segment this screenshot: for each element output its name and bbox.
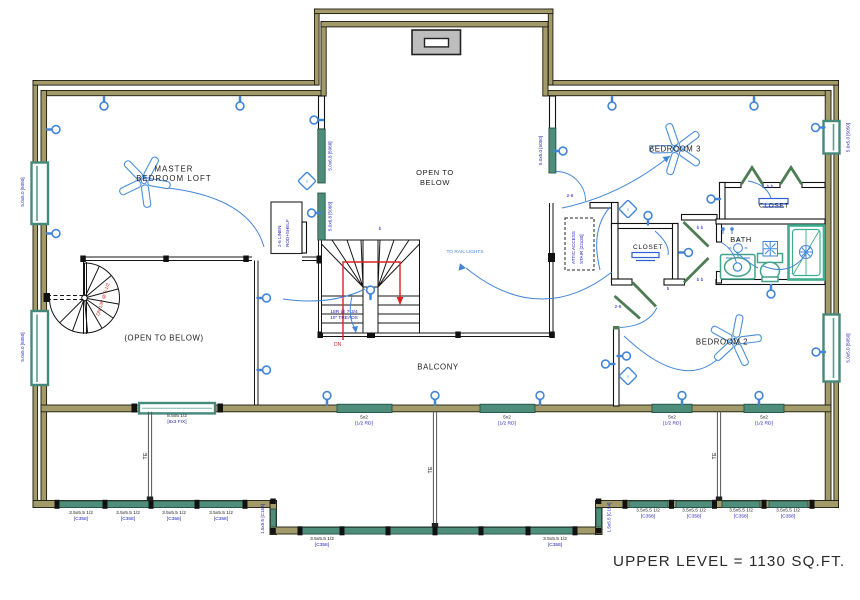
svg-text:3.5x5.5 1/2: 3.5x5.5 1/2 (776, 508, 800, 514)
svg-text:5.0x5.0 [5050]: 5.0x5.0 [5050] (846, 123, 851, 152)
svg-text:BELOW: BELOW (420, 178, 450, 187)
svg-text:BEDROOM 2: BEDROOM 2 (696, 338, 748, 347)
svg-text:5: 5 (667, 286, 670, 292)
svg-text:TE: TE (428, 466, 434, 473)
svg-text:5.0x5.0 [5050]: 5.0x5.0 [5050] (20, 332, 25, 361)
svg-text:3.5x5.5 1/2: 3.5x5.5 1/2 (543, 536, 567, 542)
svg-text:ROD+SHELF: ROD+SHELF (285, 219, 290, 247)
svg-text:18R @ 7-3/4: 18R @ 7-3/4 (330, 309, 358, 315)
svg-text:3.5x5.5 1/2: 3.5x5.5 1/2 (682, 508, 706, 514)
svg-text:5.0x6.8 [5068]: 5.0x6.8 [5068] (328, 141, 333, 170)
svg-text:UPPER LEVEL = 1130 SQ.FT.: UPPER LEVEL = 1130 SQ.FT. (613, 553, 845, 570)
svg-text:BALCONY: BALCONY (417, 363, 459, 372)
svg-text:8.5x5 1/2: 8.5x5 1/2 (167, 413, 187, 419)
svg-text:TE: TE (143, 452, 149, 459)
svg-text:OPEN TO: OPEN TO (416, 168, 454, 177)
svg-text:10" TREADS: 10" TREADS (330, 315, 358, 321)
svg-text:[C358]: [C358] (641, 514, 655, 520)
svg-text:3.5x5.5 1/2: 3.5x5.5 1/2 (162, 510, 186, 516)
svg-text:TO RAIL LIGHTS: TO RAIL LIGHTS (446, 249, 483, 255)
svg-text:BEDROOM 3: BEDROOM 3 (649, 145, 701, 154)
svg-text:[1/2 RD]: [1/2 RD] (663, 421, 681, 427)
svg-text:3.5x5.5 1/2: 3.5x5.5 1/2 (116, 510, 140, 516)
svg-text:[C358]: [C358] (734, 514, 748, 520)
svg-text:[C358]: [C358] (548, 542, 562, 548)
svg-text:[C358]: [C358] (74, 516, 88, 522)
svg-text:3.5x5.5 1/2: 3.5x5.5 1/2 (729, 508, 753, 514)
svg-text:[C358]: [C358] (121, 516, 135, 522)
svg-text:[8x3 FIX]: [8x3 FIX] (167, 419, 186, 425)
svg-text:BATH: BATH (730, 235, 752, 244)
svg-text:MASTER: MASTER (154, 165, 193, 174)
svg-text:[C358]: [C358] (781, 514, 795, 520)
svg-text:5x2: 5x2 (760, 415, 768, 421)
svg-text:2-6: 2-6 (567, 193, 574, 199)
svg-text:b: b (379, 226, 382, 232)
svg-text:5.0x5.0 [5050]: 5.0x5.0 [5050] (846, 333, 851, 362)
svg-text:5x2: 5x2 (668, 415, 676, 421)
svg-text:[C358]: [C358] (214, 516, 228, 522)
svg-text:(OPEN TO BELOW): (OPEN TO BELOW) (124, 334, 203, 343)
svg-text:b b: b b (767, 184, 774, 190)
svg-text:2-6: 2-6 (615, 304, 622, 310)
svg-text:5.0x5.0 [5050]: 5.0x5.0 [5050] (20, 177, 25, 206)
svg-text:[C358]: [C358] (315, 542, 329, 548)
svg-text:BEDROOM LOFT: BEDROOM LOFT (136, 174, 212, 183)
svg-text:1.5x5.5 [C154]: 1.5x5.5 [C154] (260, 504, 265, 534)
svg-text:3.5x5.5 1/2: 3.5x5.5 1/2 (310, 536, 334, 542)
svg-text:TE: TE (712, 452, 718, 459)
svg-text:5x2: 5x2 (503, 415, 511, 421)
svg-text:2-6 LINEN: 2-6 LINEN (277, 226, 282, 247)
svg-text:STAIR [22x30]: STAIR [22x30] (579, 234, 584, 264)
svg-text:[C358]: [C358] (687, 514, 701, 520)
svg-text:3.5x5.5 1/2: 3.5x5.5 1/2 (209, 510, 233, 516)
svg-text:5x2: 5x2 (360, 415, 368, 421)
svg-text:[1/2 RD]: [1/2 RD] (355, 421, 373, 427)
svg-text:5.0x5.0 [5050]: 5.0x5.0 [5050] (538, 136, 543, 165)
svg-text:1.5x5.5 [C154]: 1.5x5.5 [C154] (607, 503, 612, 533)
svg-text:[1/2 RD]: [1/2 RD] (498, 421, 516, 427)
svg-text:3.5x5.5 1/2: 3.5x5.5 1/2 (69, 510, 93, 516)
svg-text:CLOSET: CLOSET (633, 244, 663, 251)
svg-text:CLOSET: CLOSET (759, 203, 789, 210)
svg-text:ATTIC ACCESS: ATTIC ACCESS (571, 231, 576, 264)
svg-text:[C358]: [C358] (167, 516, 181, 522)
svg-text:DN: DN (334, 342, 342, 348)
svg-text:[1/2 RD]: [1/2 RD] (755, 421, 773, 427)
svg-text:3.5x5.5 1/2: 3.5x5.5 1/2 (636, 508, 660, 514)
svg-text:b b: b b (697, 277, 704, 283)
svg-text:b b: b b (697, 225, 704, 231)
svg-text:5.0x6.8 [5068]: 5.0x6.8 [5068] (328, 202, 333, 231)
